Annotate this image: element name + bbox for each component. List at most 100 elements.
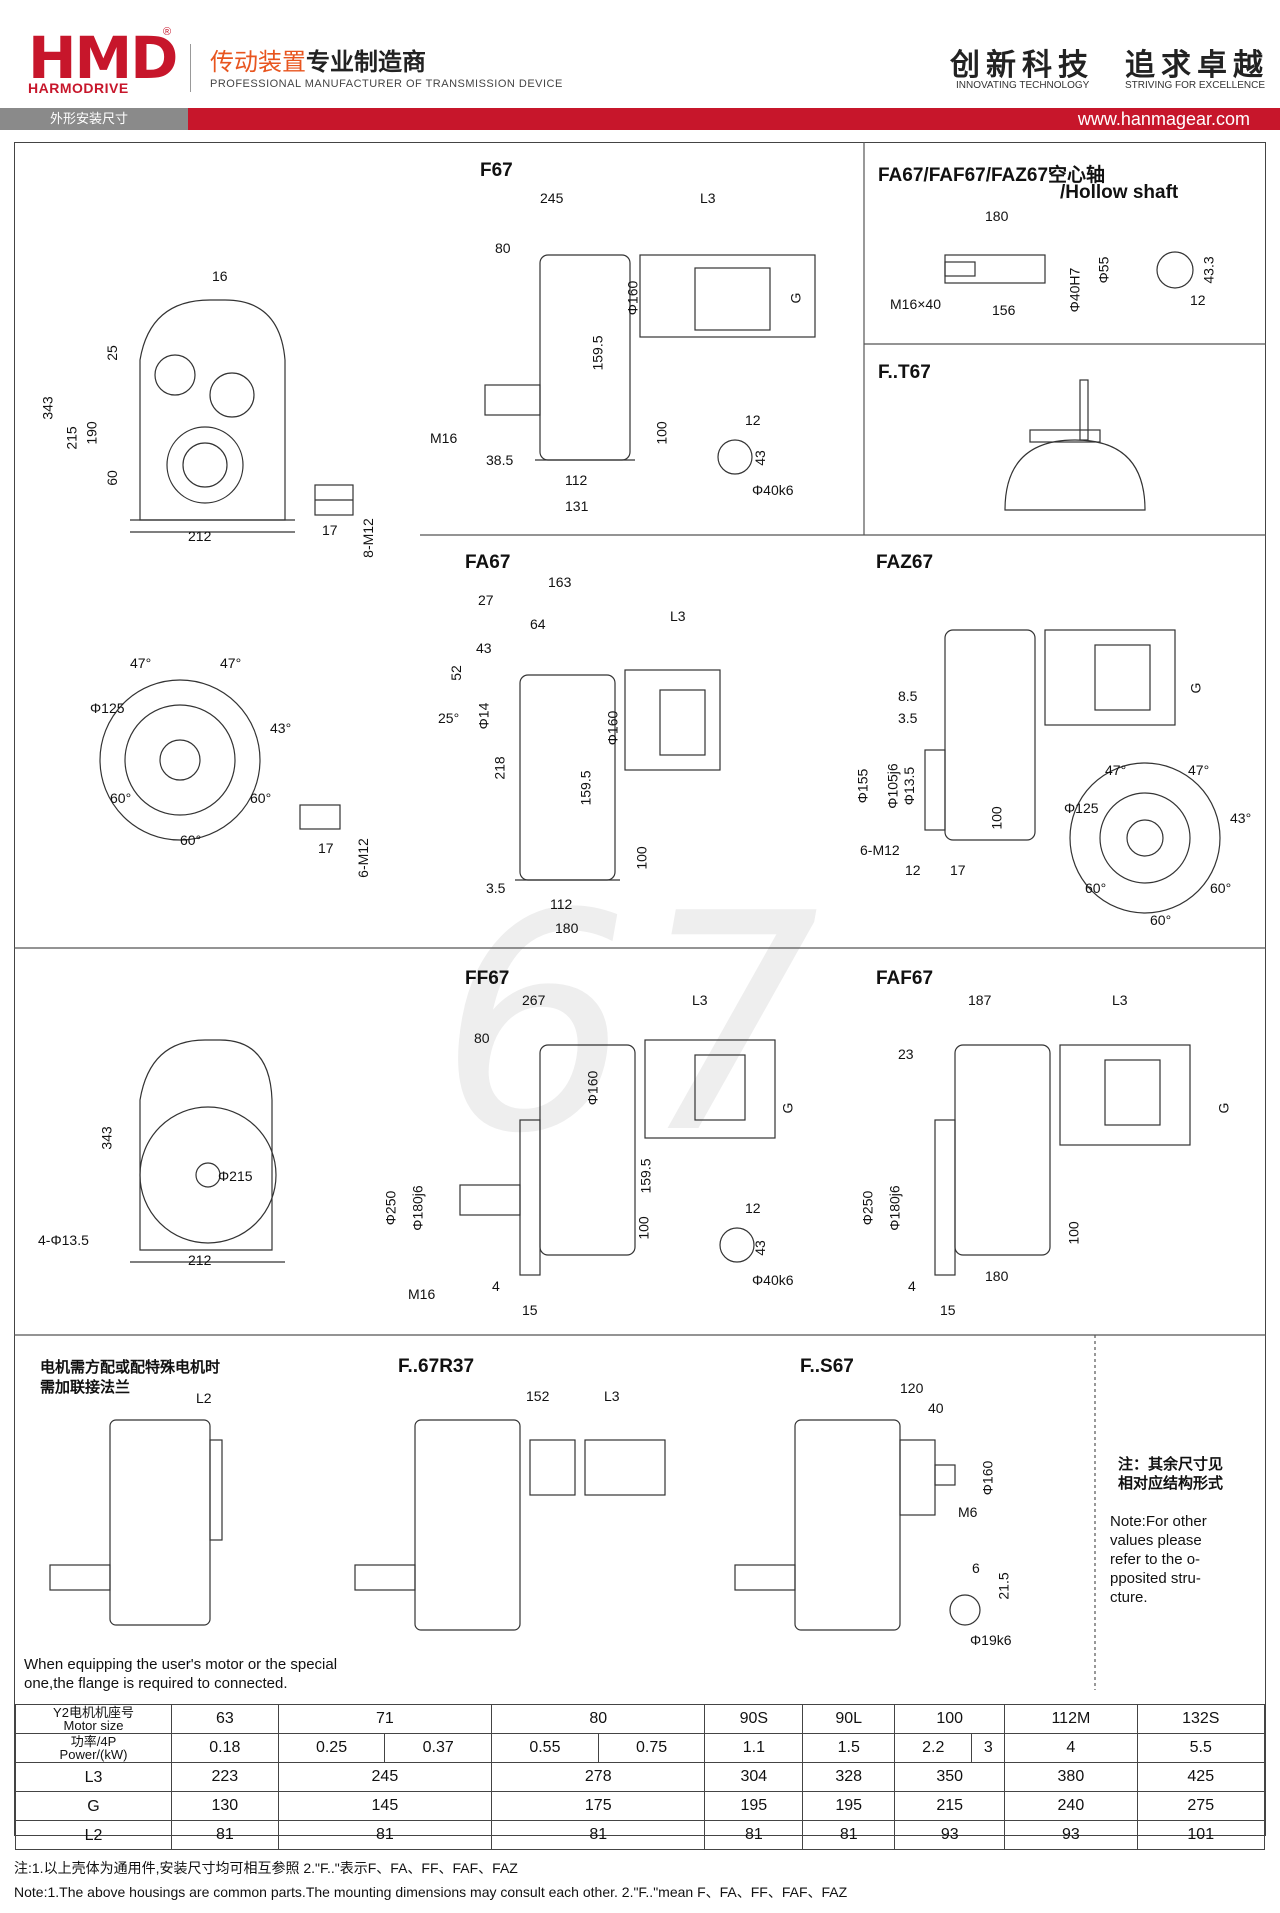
- table-cell: 71: [277, 1704, 493, 1734]
- table-cell: 130: [171, 1791, 279, 1821]
- dim-label: G: [1215, 1102, 1232, 1114]
- row-header-l2: L2: [15, 1820, 172, 1850]
- shaft-section-19k6: [949, 1594, 981, 1626]
- table-cell: 93: [894, 1820, 1006, 1850]
- dim-label: 156: [992, 302, 1016, 318]
- slogan-innovating-en: INNOVATING TECHNOLOGY: [956, 80, 1090, 91]
- dim-label: Φ160: [584, 1070, 601, 1106]
- dim-label: 190: [83, 421, 100, 445]
- dim-label: Φ180j6: [409, 1185, 426, 1231]
- dim-label: 4-Φ13.5: [38, 1232, 89, 1248]
- dim-label: 180: [985, 1268, 1009, 1284]
- table-cell: 5.5: [1136, 1733, 1266, 1763]
- title-fs67: F..S67: [800, 1356, 854, 1377]
- side-view-f67: [484, 254, 816, 461]
- table-row-l3: L3 223 245 278 304 328 350 380 425: [15, 1762, 1266, 1792]
- section-bar: 外形安装尺寸: [0, 108, 188, 130]
- table-cell: 175: [491, 1791, 706, 1821]
- dim-label: 40: [928, 1400, 944, 1416]
- table-cell: 4: [1004, 1733, 1138, 1763]
- title-f67r37: F..67R37: [398, 1356, 475, 1377]
- dim-label: Φ14: [475, 702, 492, 730]
- title-hollow-shaft-en: /Hollow shaft: [1060, 182, 1179, 203]
- title-ff67: FF67: [465, 968, 510, 989]
- dim-label: 112: [565, 472, 588, 488]
- dim-label: 8.5: [898, 688, 918, 704]
- dim-label: 25: [103, 345, 120, 361]
- dim-label: L3: [1112, 992, 1128, 1008]
- dim-label: 159.5: [577, 770, 594, 806]
- dim-label: 100: [988, 806, 1005, 830]
- website-bar: www.hanmagear.com: [188, 108, 1280, 130]
- dim-label: 245: [540, 190, 564, 206]
- torque-arm-t67: [1004, 379, 1146, 511]
- table-cell: 0.75: [597, 1733, 706, 1763]
- sketch-flange-adapter: [49, 1419, 223, 1626]
- dim-label: 267: [522, 992, 546, 1008]
- footnote-en: Note:1.The above housings are common par…: [14, 1884, 848, 1900]
- registered-mark: ®: [163, 26, 172, 38]
- website-link[interactable]: www.hanmagear.com: [1077, 109, 1250, 129]
- dim-label: L3: [670, 608, 686, 624]
- dim-label: 43°: [1230, 810, 1252, 826]
- table-row-g: G 130 145 175 195 195 215 240 275: [15, 1791, 1266, 1821]
- table-cell: 0.25: [277, 1733, 386, 1763]
- dim-label: 64: [530, 616, 546, 632]
- table-cell: 425: [1136, 1762, 1266, 1792]
- dim-label: 17: [950, 862, 966, 878]
- dim-label: 3.5: [898, 710, 918, 726]
- table-cell: 101: [1136, 1820, 1266, 1850]
- dim-label: 60°: [110, 790, 132, 806]
- title-faf67: FAF67: [876, 968, 934, 989]
- sketch-f67r37: [354, 1419, 666, 1631]
- slogan-striving-en: STRIVING FOR EXCELLENCE: [1125, 80, 1266, 91]
- dim-label: 187: [968, 992, 992, 1008]
- dim-label: 343: [98, 1126, 115, 1150]
- dim-label: 215: [63, 426, 80, 450]
- dim-label: 159.5: [637, 1158, 654, 1194]
- table-cell: 132S: [1136, 1704, 1266, 1734]
- table-row-motor-size: Y2电机机座号 Motor size 63 71 80 90S 90L 100 …: [15, 1704, 1266, 1734]
- table-cell: 0.37: [384, 1733, 493, 1763]
- dim-label: 47°: [1105, 762, 1127, 778]
- dim-label: 100: [633, 846, 650, 870]
- side-view-faz67: [924, 629, 1176, 841]
- dim-label: 218: [491, 756, 508, 780]
- dim-label: 6-M12: [860, 842, 900, 858]
- dim-label: 52: [447, 665, 464, 681]
- dim-label: 47°: [1188, 762, 1210, 778]
- table-cell: 1.1: [704, 1733, 804, 1763]
- dim-label: 6: [972, 1560, 980, 1576]
- table-cell: 112M: [1004, 1704, 1138, 1734]
- dim-label: 163: [548, 574, 572, 590]
- front-view-f67: [130, 299, 295, 533]
- dim-label: 47°: [220, 655, 242, 671]
- dim-label: Φ250: [859, 1190, 876, 1226]
- dim-label: Φ105j6: [884, 763, 901, 809]
- dim-label: 15: [940, 1302, 956, 1318]
- table-row-power: 功率/4P Power/(kW) 0.18 0.25 0.37 0.55 0.7…: [15, 1733, 1266, 1763]
- dim-label: 80: [495, 240, 511, 256]
- dim-label: 23: [898, 1046, 914, 1062]
- dim-label: 43: [476, 640, 492, 656]
- dim-label: 60°: [1210, 880, 1232, 896]
- table-cell: 275: [1136, 1791, 1266, 1821]
- dim-label: 17: [318, 840, 334, 856]
- dim-label: Φ215: [218, 1168, 253, 1184]
- dim-label: 4: [492, 1278, 500, 1294]
- dim-label: M16×40: [890, 296, 941, 312]
- dim-label: Φ125: [90, 700, 125, 716]
- table-cell: 90L: [802, 1704, 896, 1734]
- dim-label: 25°: [438, 710, 460, 726]
- front-view-ff67: [130, 1039, 285, 1263]
- flange-view-fa67: [99, 679, 261, 841]
- dim-label: 8-M12: [359, 518, 376, 558]
- row-header-l3: L3: [15, 1762, 172, 1792]
- logo-subtext: HARMODRIVE: [28, 80, 129, 96]
- dim-label: 38.5: [486, 452, 514, 468]
- tagline-en: PROFESSIONAL MANUFACTURER OF TRANSMISSIO…: [210, 78, 563, 90]
- title-f67: F67: [480, 160, 513, 181]
- dim-label: 12: [1190, 292, 1206, 308]
- dim-label: Φ40H7: [1066, 267, 1083, 313]
